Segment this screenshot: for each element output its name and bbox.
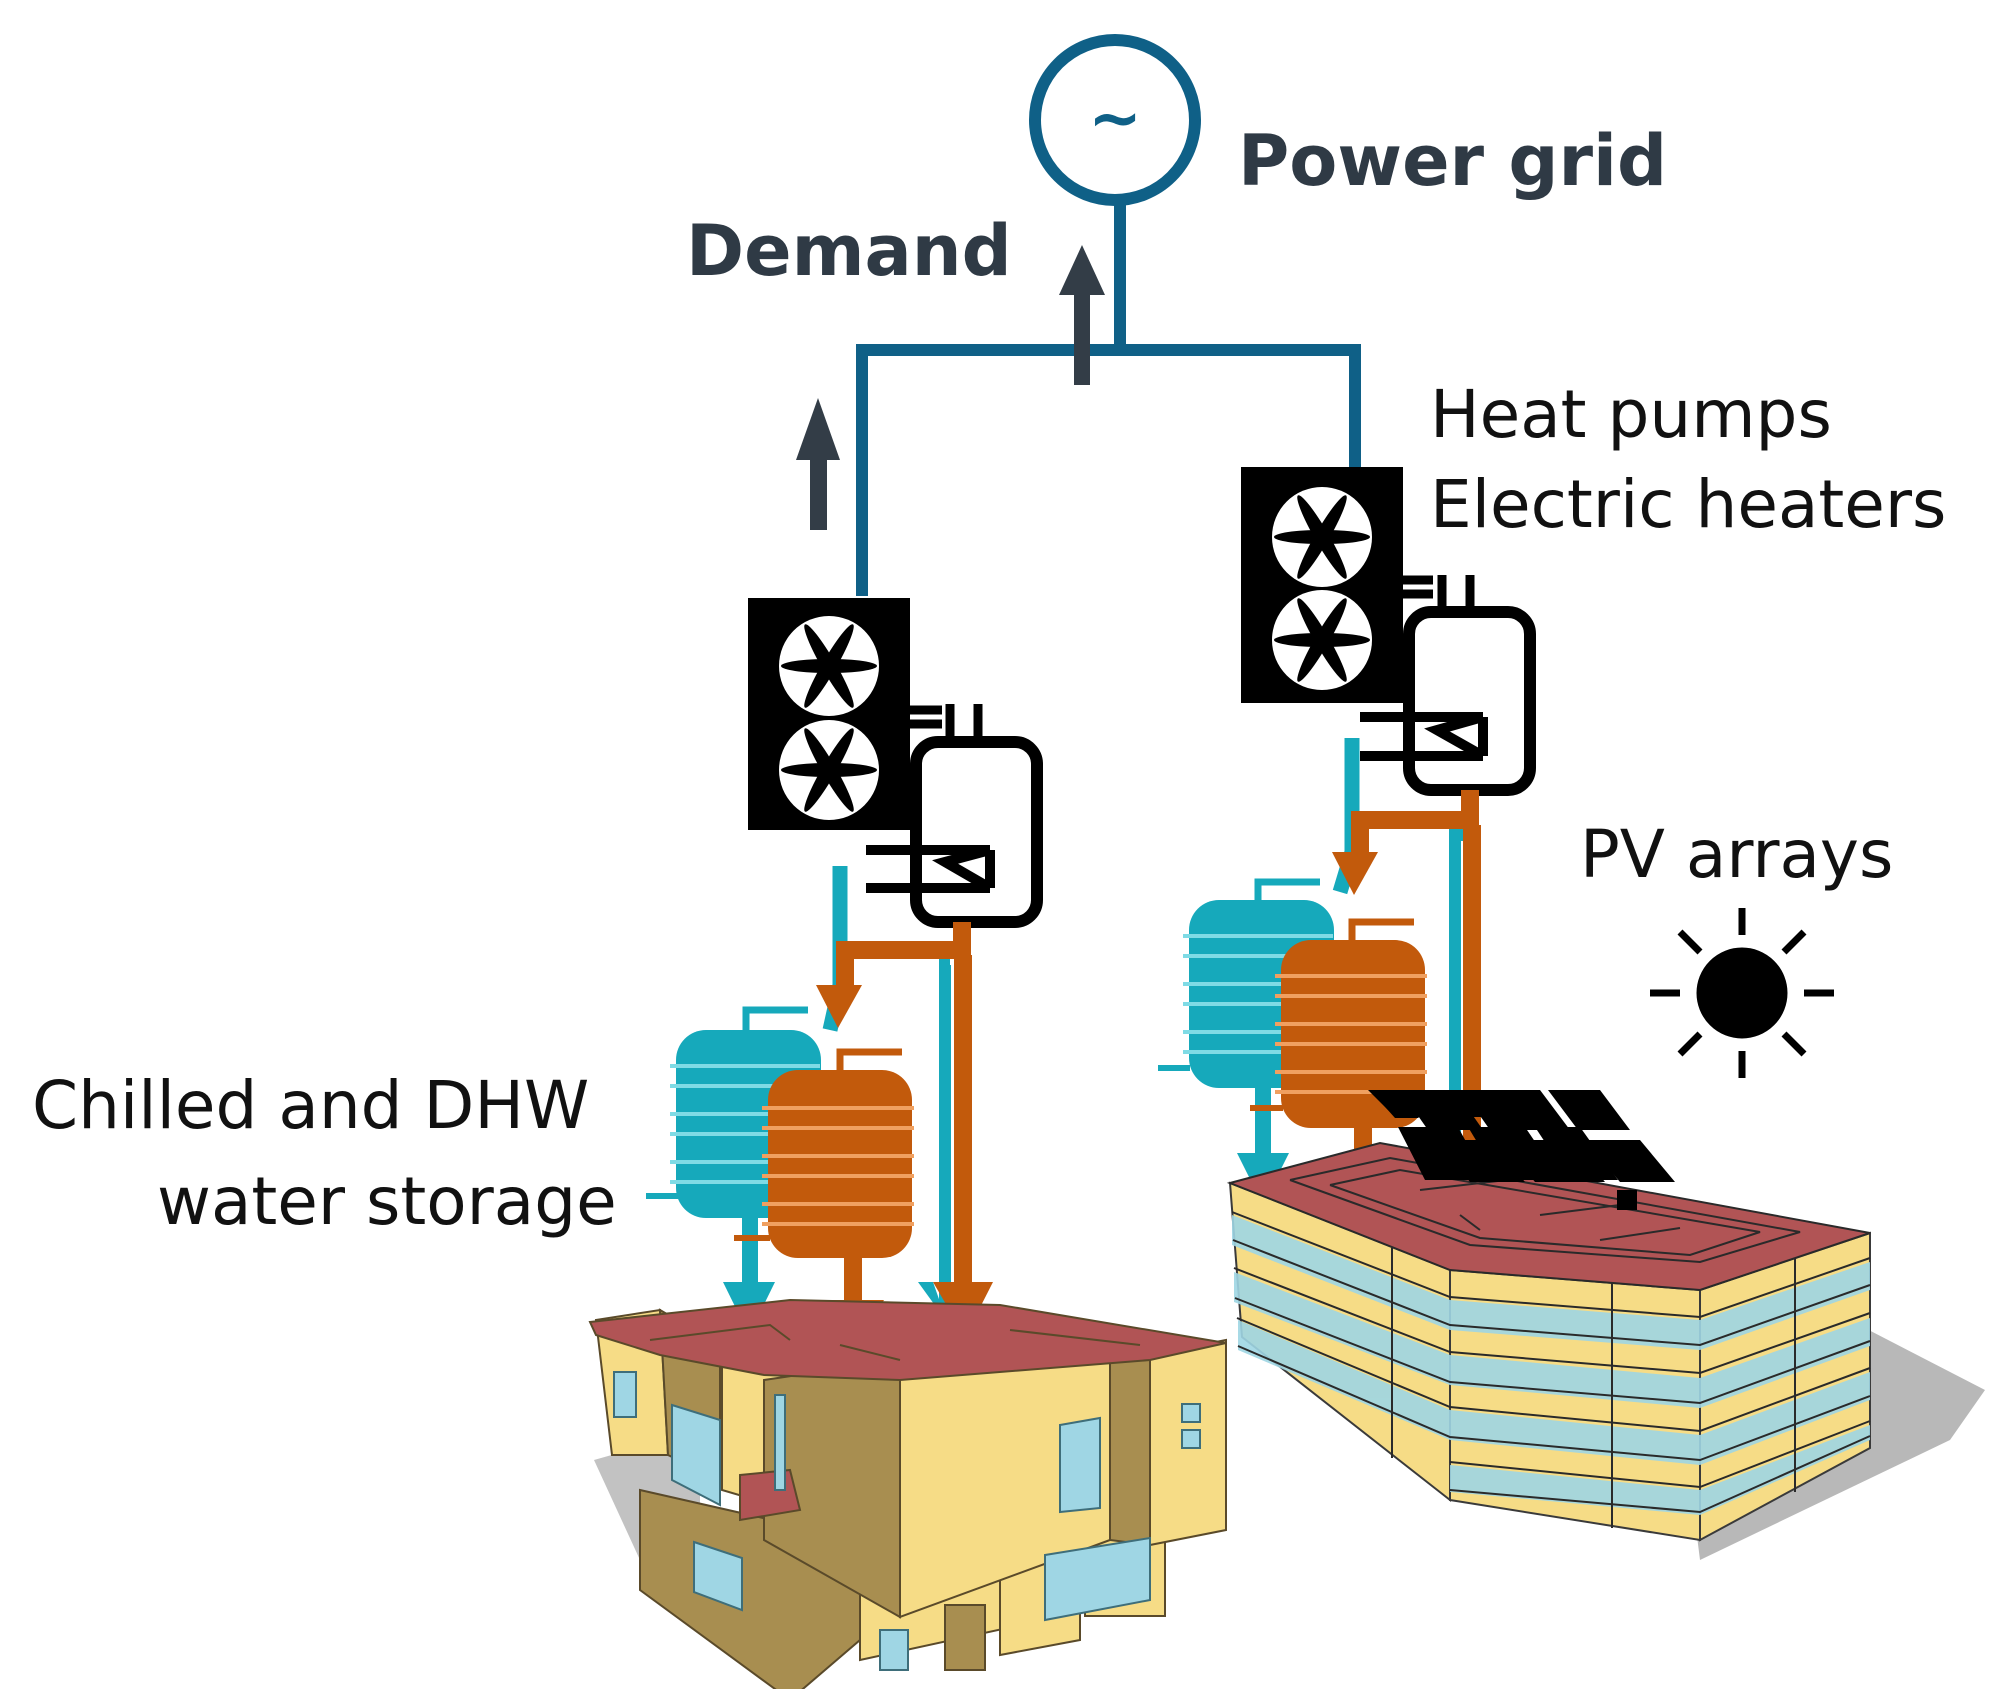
pv-arrays-label: PV arrays [1580, 816, 1893, 893]
power-grid-symbol: ~ [1029, 34, 1201, 206]
electric-bus [856, 200, 1361, 596]
heat-pumps-label: Heat pumps [1430, 376, 1832, 453]
house-building [588, 1298, 1227, 1689]
office-building [1226, 1141, 1985, 1560]
heat-pump-office [1241, 467, 1536, 796]
storage-label-line2: water storage [157, 1163, 617, 1240]
heat-pump-house [748, 598, 1043, 928]
electric-heaters-label: Electric heaters [1430, 466, 1946, 543]
pv-panels [1400, 1090, 1675, 1182]
demand-arrow-upper [1059, 245, 1105, 385]
office-glazing [1232, 1215, 1870, 1515]
ac-wave-icon: ~ [1088, 82, 1142, 156]
sun-icon [1650, 908, 1834, 1078]
demand-arrow-lower [796, 398, 840, 530]
power-grid-label: Power grid [1238, 120, 1667, 202]
storage-label-line1: Chilled and DHW [32, 1067, 589, 1144]
demand-label: Demand [686, 210, 1012, 292]
